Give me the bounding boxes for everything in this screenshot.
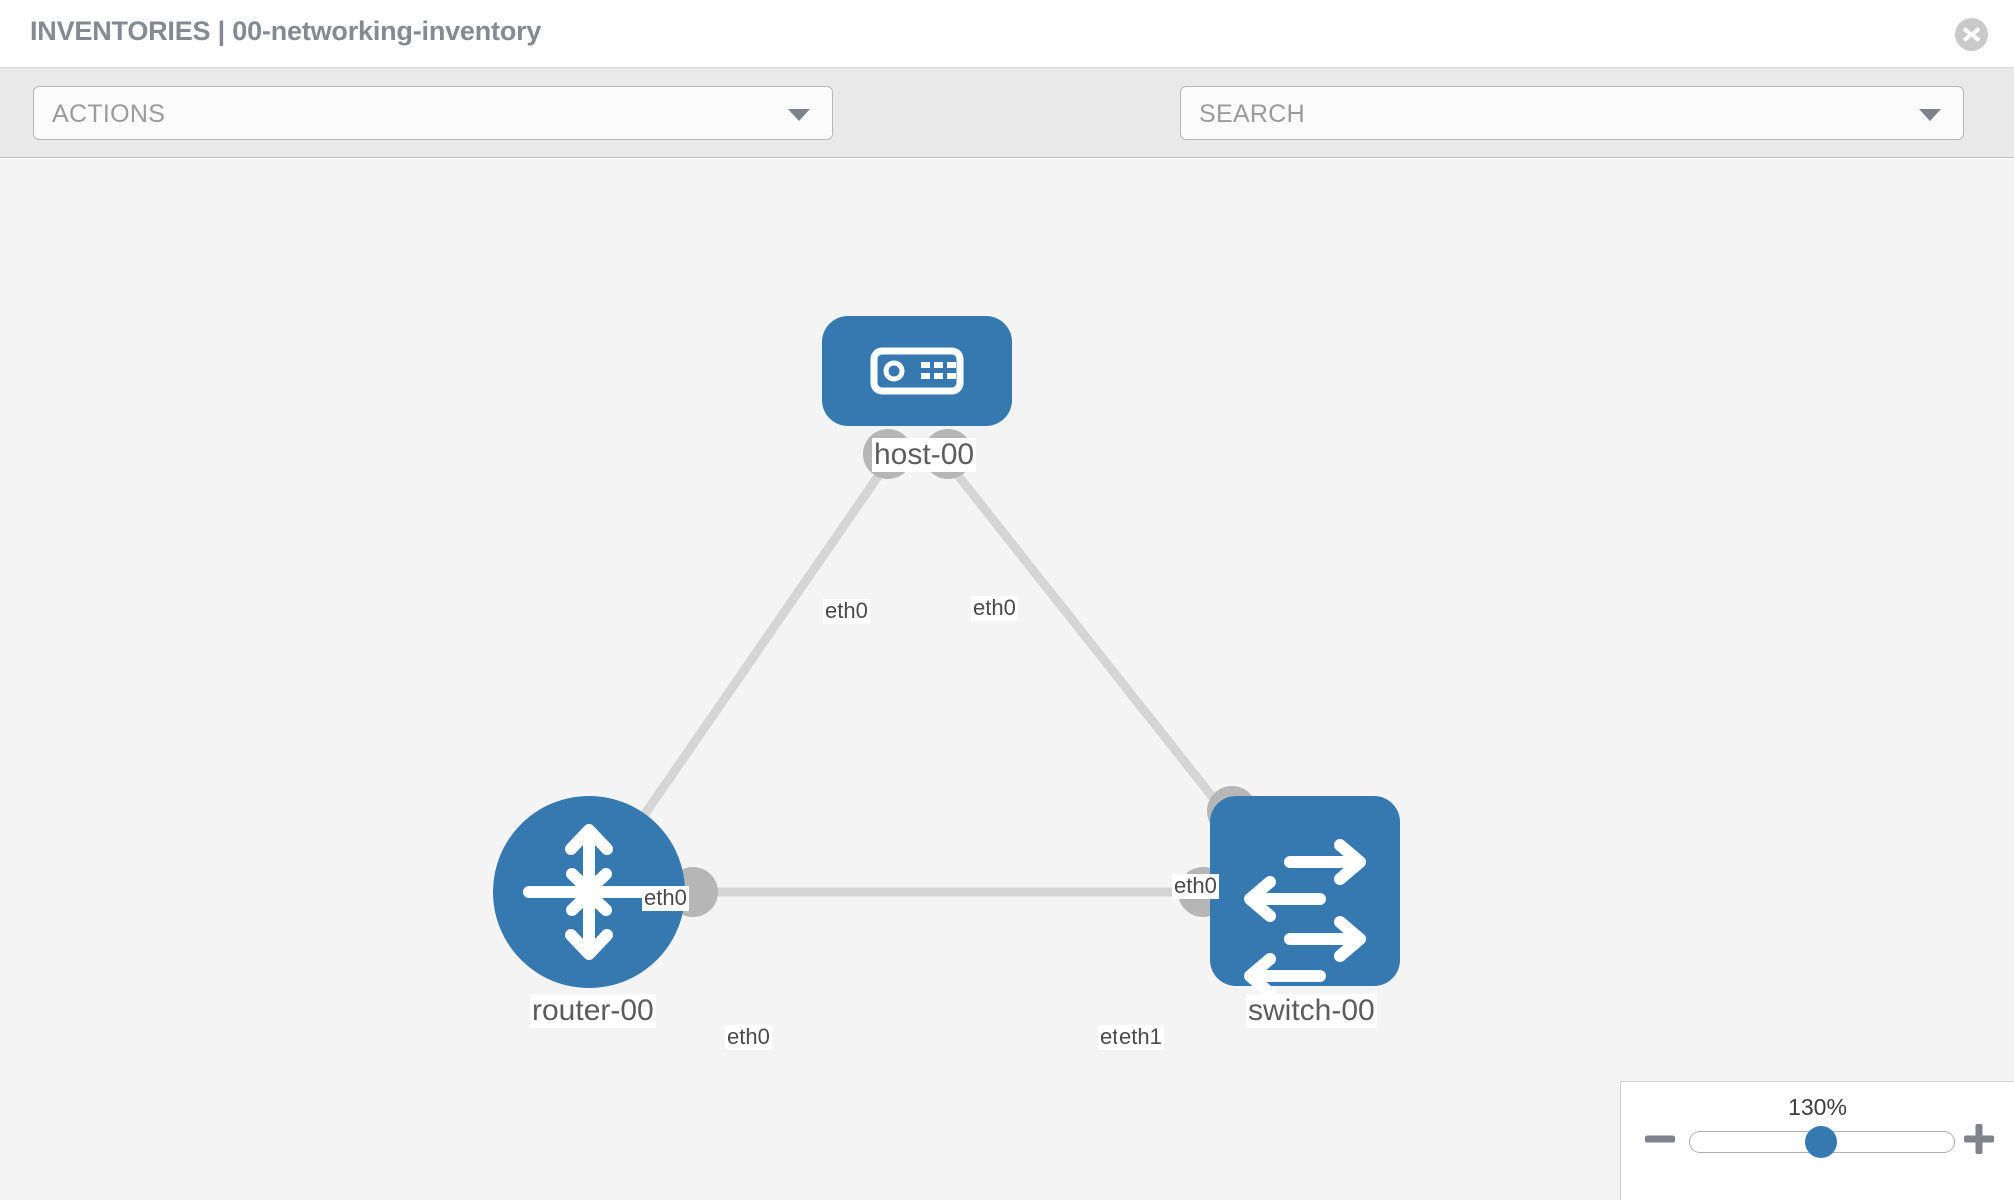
actions-dropdown[interactable]: ACTIONS — [33, 86, 833, 140]
topology-node-host-00[interactable] — [822, 316, 1012, 426]
topology-node-switch-00[interactable] — [1210, 796, 1400, 999]
link-host-router[interactable] — [596, 456, 894, 882]
page-title: INVENTORIES | 00-networking-inventory — [30, 16, 542, 46]
node-label-router-00: router-00 — [530, 994, 656, 1028]
link-host-switch[interactable] — [941, 456, 1226, 812]
interface-label-host-eth0-left: eth0 — [823, 598, 870, 624]
search-placeholder: SEARCH — [1199, 100, 1305, 128]
actions-dropdown-label: ACTIONS — [52, 100, 166, 128]
search-input[interactable]: SEARCH — [1180, 86, 1964, 140]
switch-arrows-icon — [1244, 839, 1366, 999]
node-label-switch-00: switch-00 — [1246, 994, 1377, 1028]
chevron-down-icon[interactable] — [1919, 109, 1941, 121]
server-appliance-icon — [870, 347, 964, 395]
topology-canvas[interactable]: eth0 eth0 eth0 eth0 eth0 eth0 eth1 host-… — [0, 159, 2014, 1200]
interface-label-host-eth0-right: eth0 — [971, 595, 1018, 621]
toolbar: ACTIONS SEARCH — [0, 68, 2014, 197]
topology-graph — [493, 316, 1400, 999]
interface-label-switch-eth1: eth1 — [1117, 1024, 1164, 1050]
close-icon[interactable] — [1955, 18, 1988, 51]
zoom-level-label: 130% — [1788, 1094, 1847, 1120]
interface-label-router-eth0: eth0 — [725, 1024, 772, 1050]
zoom-control-panel: 130% — [1620, 1081, 2014, 1200]
topology-node-router-00[interactable] — [493, 796, 685, 988]
page-header: INVENTORIES | 00-networking-inventory — [0, 0, 2014, 68]
node-label-host-00: host-00 — [872, 438, 977, 472]
interface-label-router-eth0-uplink: eth0 — [642, 885, 689, 911]
router-arrows-icon — [523, 824, 655, 960]
plus-icon[interactable] — [1962, 1122, 1996, 1156]
interface-label-switch-eth0-uplink: eth0 — [1172, 873, 1219, 899]
chevron-down-icon — [788, 109, 810, 121]
zoom-slider-thumb[interactable] — [1805, 1126, 1837, 1158]
minus-icon[interactable] — [1643, 1122, 1677, 1156]
